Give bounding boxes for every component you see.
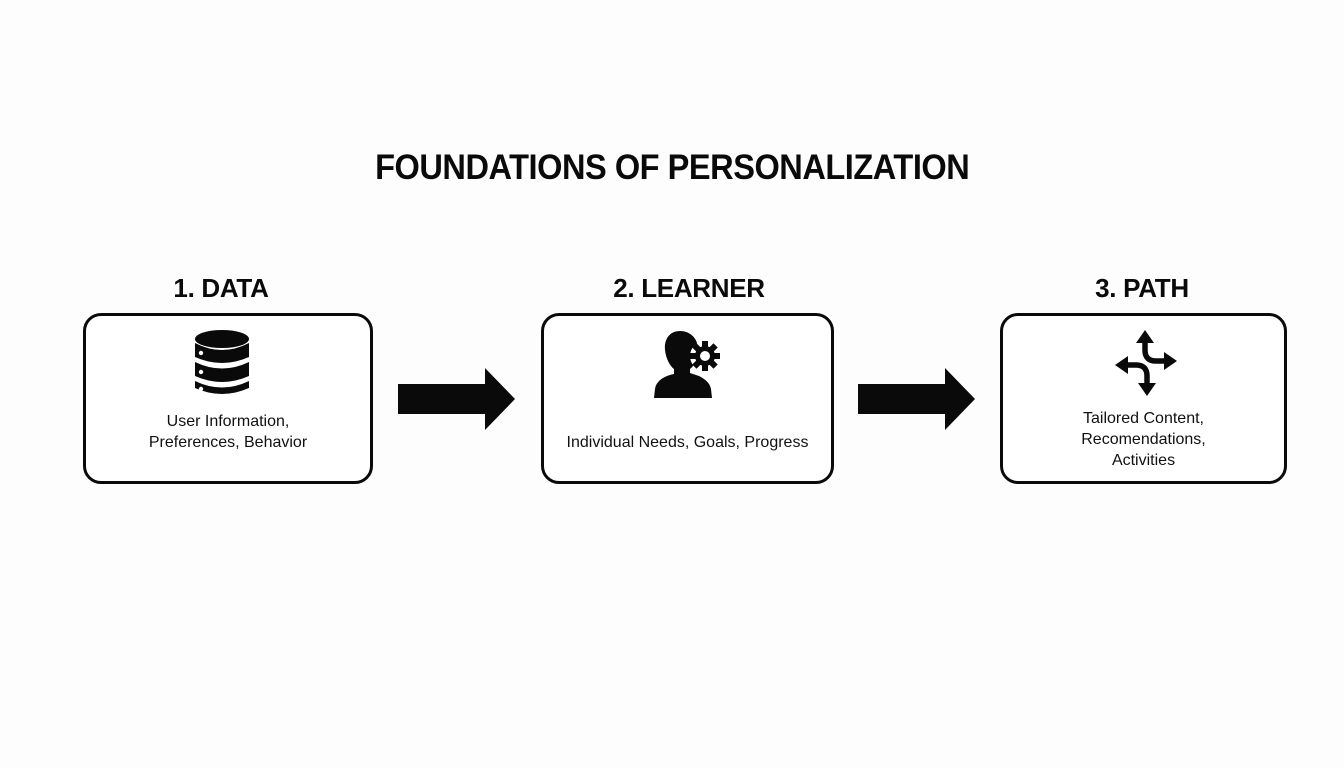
description-line: Recomendations,	[1081, 431, 1206, 448]
arrow-right-icon	[398, 368, 515, 430]
step-box-data: User Information, Preferences, Behavior	[83, 313, 373, 484]
step-label-path: 3. PATH	[1095, 273, 1189, 303]
step-label-data: 1. DATA	[173, 273, 269, 303]
step-description-data: User Information, Preferences, Behavior	[86, 411, 370, 453]
description-line: Individual Needs, Goals, Progress	[566, 434, 809, 451]
description-line: Tailored Content,	[1083, 410, 1204, 427]
diverging-paths-icon	[1115, 330, 1177, 396]
description-line: User Information,	[166, 413, 290, 430]
arrow-right-icon	[858, 368, 975, 430]
step-description-learner: Individual Needs, Goals, Progress	[544, 432, 831, 453]
description-line: Preferences, Behavior	[148, 434, 308, 451]
description-line: Activities	[1111, 452, 1176, 469]
database-icon	[195, 330, 249, 394]
diagram-title: FOUNDATIONS OF PERSONALIZATION	[375, 148, 970, 187]
step-box-learner: Individual Needs, Goals, Progress	[541, 313, 834, 484]
step-box-path: Tailored Content, Recomendations, Activi…	[1000, 313, 1287, 484]
user-gear-icon	[654, 331, 720, 398]
step-description-path: Tailored Content, Recomendations, Activi…	[1003, 408, 1284, 471]
step-label-learner: 2. LEARNER	[613, 273, 765, 303]
